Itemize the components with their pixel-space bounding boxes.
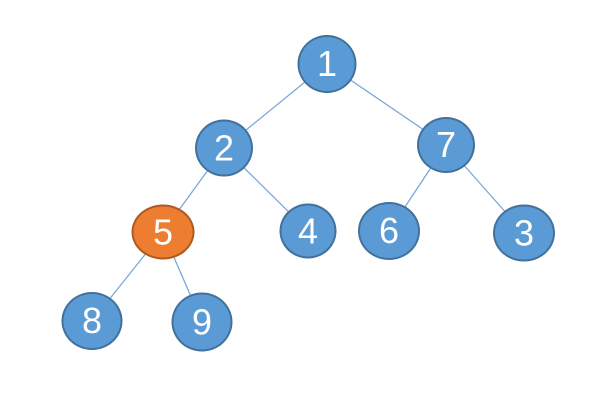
tree-node-5[interactable]: 5 xyxy=(131,204,195,260)
tree-node-label: 5 xyxy=(152,211,174,252)
tree-node-8[interactable]: 8 xyxy=(61,292,123,350)
tree-node-3[interactable]: 3 xyxy=(493,204,555,262)
tree-node-4[interactable]: 4 xyxy=(279,203,337,259)
tree-node-2[interactable]: 2 xyxy=(195,119,253,177)
tree-node-label: 2 xyxy=(213,127,235,168)
tree-node-label: 8 xyxy=(81,300,103,341)
tree-node-label: 9 xyxy=(191,301,213,342)
tree-node-label: 6 xyxy=(378,210,400,251)
tree-node-9[interactable]: 9 xyxy=(171,292,233,352)
tree-node-1[interactable]: 1 xyxy=(297,35,357,93)
tree-node-7[interactable]: 7 xyxy=(417,117,475,173)
tree-node-6[interactable]: 6 xyxy=(358,202,420,260)
tree-node-label: 7 xyxy=(435,124,457,165)
tree-node-label: 4 xyxy=(297,210,319,251)
tree-node-label: 1 xyxy=(316,43,338,84)
tree-node-label: 3 xyxy=(513,212,535,253)
